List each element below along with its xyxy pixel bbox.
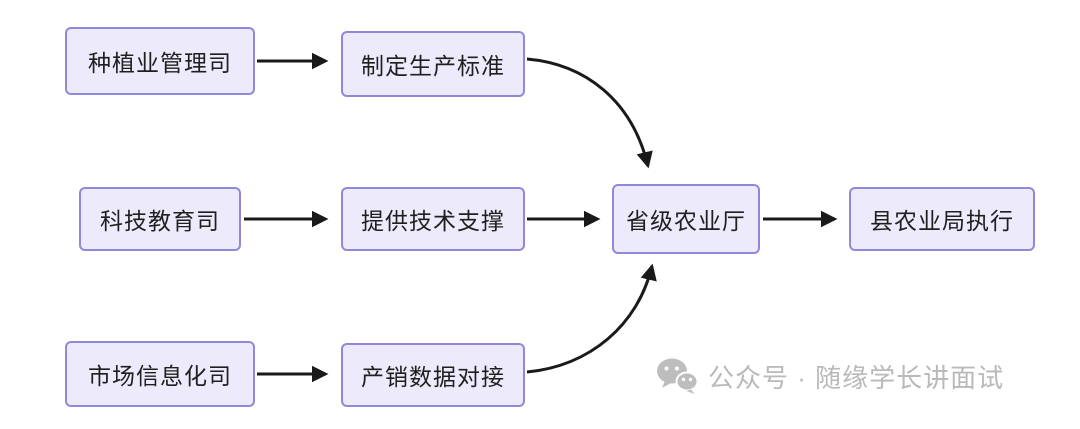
node-supply-data-link: 产销数据对接 (341, 343, 525, 407)
node-science-edu-dept: 科技教育司 (79, 187, 241, 251)
node-provincial-agri: 省级农业厅 (612, 184, 760, 254)
node-planting-dept: 种植业管理司 (65, 27, 255, 95)
node-county-agri-exec: 县农业局执行 (849, 187, 1035, 251)
node-set-standards: 制定生产标准 (341, 31, 525, 97)
wechat-icon (656, 357, 698, 395)
edge-standards-to-provincial (526, 57, 653, 169)
watermark: 公众号 · 随缘学长讲面试 (656, 355, 1004, 397)
watermark-text: 公众号 · 随缘学长讲面试 (708, 362, 1005, 393)
node-tech-support: 提供技术支撑 (341, 187, 525, 251)
edge-supplydata-to-provincial (526, 263, 657, 374)
node-market-info-dept: 市场信息化司 (65, 341, 255, 407)
